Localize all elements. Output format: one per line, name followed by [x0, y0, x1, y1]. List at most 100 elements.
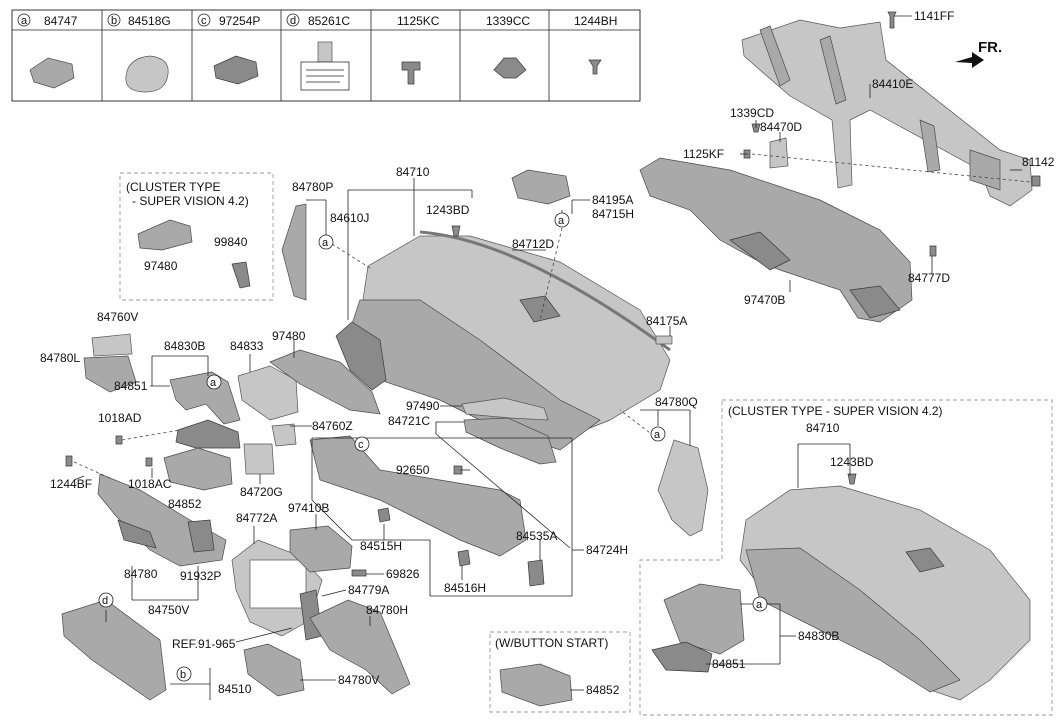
bolt-69826: [351, 569, 367, 577]
label-84710: 84710: [396, 165, 430, 179]
label-84175A: 84175A: [646, 314, 687, 328]
legend-1339CC-part: 1339CC: [486, 14, 530, 28]
panel-84780L: [83, 355, 137, 393]
label-84535A: 84535A: [516, 529, 557, 543]
callout-a-2-letter: a: [558, 215, 565, 227]
label-84712D: 84712D: [512, 237, 554, 251]
label-85261C-stem-icon: [317, 41, 333, 63]
air-duct-assembly: [639, 157, 913, 323]
label-97470B: 97470B: [744, 293, 785, 307]
callout-a-5-letter: a: [756, 599, 763, 611]
callout-a-4-letter: a: [654, 429, 661, 441]
cluster-box-large-title: (CLUSTER TYPE - SUPER VISION 4.2): [728, 404, 943, 418]
cover-84852-button-start: [499, 663, 573, 707]
label-84851-variant: 84851: [712, 657, 746, 671]
label-84750V: 84750V: [148, 603, 189, 617]
cover-84830B: [169, 371, 241, 425]
label-84852-button-start: 84852: [586, 683, 620, 697]
label-92650: 92650: [396, 463, 430, 477]
label-84780Q: 84780Q: [655, 395, 698, 409]
connector-92650: [453, 465, 463, 475]
callout-c-letter: c: [358, 439, 364, 451]
legend-b-part: 84518G: [128, 14, 171, 28]
switch-84780: [117, 519, 157, 549]
garnish-84721C: [463, 417, 557, 465]
legend-c-circle: [197, 13, 211, 27]
garnish-97480: [269, 349, 381, 415]
panel-84780V: [243, 643, 305, 697]
label-84760Z: 84760Z: [312, 419, 353, 433]
clip-84747-icon: [29, 57, 75, 89]
label-1244BF: 1244BF: [50, 477, 92, 491]
label-84518G-icon: [125, 55, 169, 93]
glove-box-84510: [61, 599, 167, 701]
label-81142: 81142: [1022, 155, 1055, 169]
label-1018AC: 1018AC: [128, 477, 172, 491]
panel-84780H: [309, 599, 411, 695]
callout-d-letter: d: [102, 595, 108, 607]
legend-1125KC-part: 1125KC: [397, 14, 440, 28]
crash-pad-cluster-variant: [739, 485, 1031, 701]
leader-lines: [73, 15, 1031, 700]
legend-a-circle: [17, 13, 31, 27]
label-97410B: 97410B: [288, 501, 329, 515]
label-84780L: 84780L: [40, 351, 80, 365]
legend-b-circle: [107, 13, 121, 27]
bracket-84470D: [769, 137, 789, 169]
label-84772A: 84772A: [236, 511, 277, 525]
label-84516H: 84516H: [444, 581, 486, 595]
sensor-84535A: [527, 559, 545, 587]
front-arrow-icon: [955, 52, 984, 68]
label-1125KF: 1125KF: [683, 147, 724, 161]
callout-a-1-letter: a: [322, 237, 329, 249]
callout-d: d: [98, 592, 114, 608]
cluster-box-small-subtitle: - SUPER VISION 4.2): [132, 194, 249, 208]
side-cover-84780Q: [657, 439, 709, 537]
bracket-99840: [231, 261, 251, 289]
callout-b: b: [176, 666, 192, 682]
label-84610J: 84610J: [330, 211, 369, 225]
legend-d-circle: [286, 13, 300, 27]
label-84715H: 84715H: [592, 207, 634, 221]
label-91932P: 91932P: [180, 569, 221, 583]
garnish-97490: [461, 397, 549, 421]
callout-a-3-letter: a: [210, 377, 217, 389]
label-84833: 84833: [230, 339, 264, 353]
bracket-84515H: [377, 507, 391, 523]
label-REF-91-965: REF.91-965: [172, 637, 236, 651]
legend-b-letter: b: [111, 15, 117, 27]
cover-84195A: [511, 169, 571, 205]
label-84410E: 84410E: [872, 77, 913, 91]
bolt-1244BF: [65, 455, 73, 467]
label-1243BD-variant: 1243BD: [830, 455, 874, 469]
button-start-title: (W/BUTTON START): [495, 636, 608, 650]
bolt-1243BD-variant: [847, 473, 857, 485]
legend-c-letter: c: [201, 15, 207, 27]
label-84830B-variant: 84830B: [798, 629, 839, 643]
label-84720G: 84720G: [240, 485, 283, 499]
cover-84830B-variant: [663, 583, 745, 655]
button-start-box: [489, 631, 631, 713]
garnish-84833: [237, 365, 299, 421]
direction-label: FR.: [978, 39, 1002, 56]
bolt-81142: [1031, 175, 1041, 187]
bracket-91932P: [187, 519, 215, 553]
bolt-1141FF: [887, 11, 897, 29]
pad-84175A: [655, 335, 673, 345]
callout-b-letter: b: [180, 669, 186, 681]
bolt-84777D: [929, 245, 937, 257]
bracket-84610J: [335, 321, 387, 391]
callout-a-5: a: [752, 596, 768, 612]
legend-table: a 84747 b 84518G c 97254P d 85261C 1125K…: [11, 9, 641, 102]
label-1339CD: 1339CD: [730, 106, 774, 120]
cluster-box-small-title: (CLUSTER TYPE: [126, 180, 220, 194]
label-84724H: 84724H: [586, 543, 628, 557]
label-69826: 69826: [386, 567, 420, 581]
cover-84851-variant: [651, 641, 713, 673]
label-84780P: 84780P: [292, 180, 333, 194]
cover-84852: [163, 447, 233, 491]
bracket-84720G: [243, 443, 275, 475]
label-97490: 97490: [406, 399, 440, 413]
callout-a-3: a: [206, 374, 222, 390]
